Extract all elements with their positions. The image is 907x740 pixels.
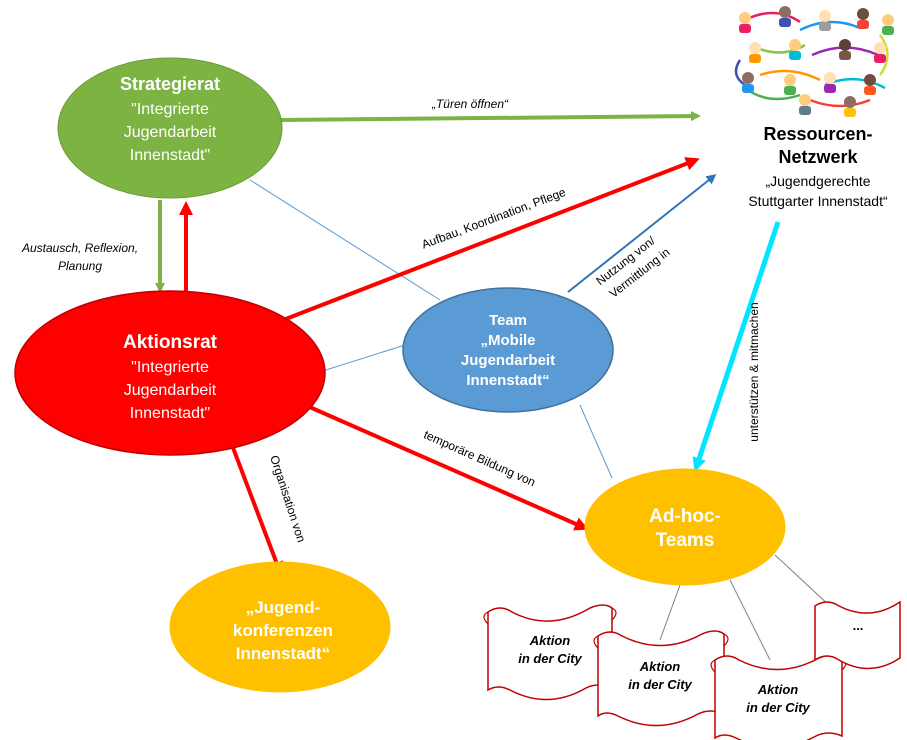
konferenzen-line3: Innenstadt“ bbox=[236, 644, 330, 663]
strategierat-title: Strategierat bbox=[120, 74, 220, 94]
konferenzen-line2: konferenzen bbox=[233, 621, 333, 640]
netzwerk-title2: Netzwerk bbox=[778, 147, 858, 167]
flag-1-line2: in der City bbox=[518, 651, 582, 666]
label-organisation: Organisation von bbox=[267, 453, 308, 544]
flag-2-line2: in der City bbox=[628, 677, 692, 692]
team-node bbox=[402, 287, 614, 413]
adhoc-node bbox=[584, 468, 786, 586]
strategierat-line3: Innenstadt" bbox=[130, 147, 210, 164]
strategierat-line2: Jugendarbeit bbox=[124, 124, 217, 141]
adhoc-line2: Teams bbox=[656, 530, 715, 551]
arrow-temporaer bbox=[304, 403, 589, 531]
konferenzen-node bbox=[169, 561, 391, 693]
arrow-nutzung bbox=[567, 174, 717, 293]
connector-adhoc-flag1 bbox=[659, 584, 681, 641]
more-flag bbox=[814, 600, 901, 670]
connector-aktionsrat-team bbox=[309, 344, 406, 376]
connector-team-adhoc bbox=[579, 404, 613, 479]
aktionsrat-title: Aktionsrat bbox=[123, 332, 218, 353]
team-line2: „Mobile bbox=[481, 332, 536, 349]
arrow-unterstuetzen bbox=[692, 221, 781, 472]
aktionsrat-node bbox=[14, 290, 326, 456]
arrow-tueren-oeffnen bbox=[279, 111, 701, 122]
team-line1: Team bbox=[489, 312, 527, 329]
label-austausch-1: Austausch, Reflexion, bbox=[21, 241, 138, 255]
aktion-flag-3 bbox=[710, 654, 847, 740]
flag-4-line1: ... bbox=[853, 618, 864, 633]
netzwerk-sub2: Stuttgarter Innenstadt“ bbox=[748, 193, 888, 209]
connector-adhoc-flag2 bbox=[729, 579, 771, 661]
label-unterstuetzen: unterstützen & mitmachen bbox=[747, 302, 761, 441]
label-tueren: „Türen öffnen“ bbox=[431, 97, 509, 111]
netzwerk-sub1: „Jugendgerechte bbox=[765, 173, 870, 189]
connector-strategierat-team bbox=[249, 179, 441, 301]
team-line4: Innenstadt“ bbox=[466, 372, 549, 389]
people-network-icon bbox=[734, 6, 894, 117]
arrow-aufbau-koordination bbox=[277, 157, 700, 324]
strategierat-line1: "Integrierte bbox=[131, 101, 209, 118]
flag-3-line1: Aktion bbox=[757, 682, 799, 697]
aktionsrat-line3: Innenstadt" bbox=[130, 405, 210, 422]
label-austausch-2: Planung bbox=[58, 259, 102, 273]
adhoc-line1: Ad-hoc- bbox=[649, 506, 721, 527]
konferenzen-line1: „Jugend- bbox=[246, 598, 321, 617]
aktionsrat-line1: "Integrierte bbox=[131, 359, 209, 376]
flag-1-line1: Aktion bbox=[529, 633, 571, 648]
arrow-organisation bbox=[230, 444, 284, 576]
aktionsrat-line2: Jugendarbeit bbox=[124, 382, 217, 399]
flag-2-line1: Aktion bbox=[639, 659, 681, 674]
flag-3-line2: in der City bbox=[746, 700, 810, 715]
netzwerk-title1: Ressourcen- bbox=[763, 124, 872, 144]
team-line3: Jugendarbeit bbox=[461, 352, 555, 369]
strategierat-node bbox=[57, 57, 283, 199]
